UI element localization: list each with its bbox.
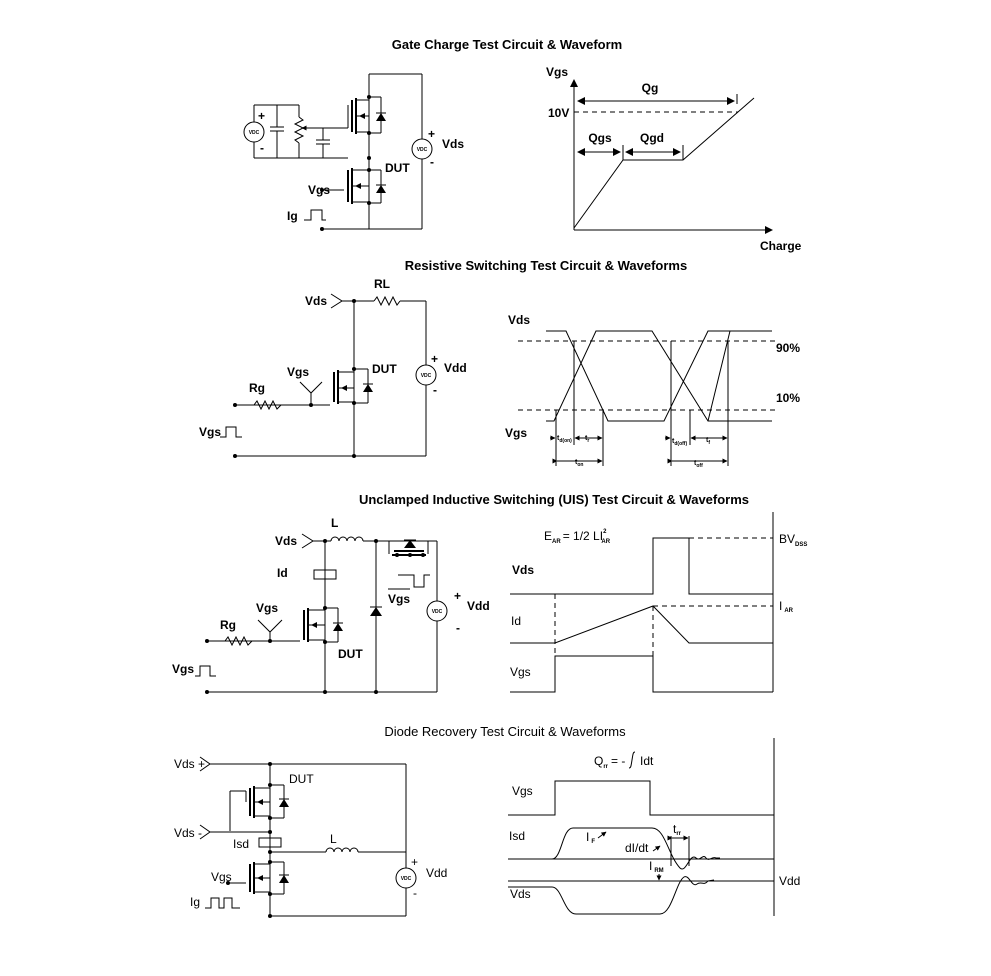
rs-wave-vgs-label: Vgs [505,426,527,440]
gc-vdc-label: VDC [249,130,260,136]
dr-wave-vdd-label: Vdd [779,874,800,888]
gc-dut-label: DUT [385,161,410,175]
diode-circuit: Vds + VDC + - Vdd DUT Vds - Isd [174,756,447,918]
dr-didt-label: dI/dt [625,841,649,855]
gc-wave-x-label: Charge [760,239,802,253]
resistive-waveform: Vds Vgs 90% 10% td(on) tr ton td(off) tf… [505,313,800,469]
uis-bv-label: BVDSS [779,532,807,548]
gc-qg-label: Qg [642,81,659,95]
dr-qrr-int: Idt [640,754,654,768]
uis-wave-id-label: Id [511,614,521,628]
dr-vdc-label: VDC [401,876,412,882]
dr-qrr-label: Qrr= - [594,754,625,770]
uis-vgs-bar-label: Vgs [388,592,410,606]
gc-minus-label: - [260,141,264,155]
rs-90-label: 90% [776,341,800,355]
dr-vds-minus-label: Vds - [174,826,202,840]
rs-ton-label: ton [575,459,583,468]
rs-plus-label: + [431,352,438,366]
uis-wave-vgs-label: Vgs [510,665,531,679]
integral-symbol [628,751,636,769]
diode-title: Diode Recovery Test Circuit & Waveforms [384,724,626,739]
dr-wave-isd-label: Isd [509,829,525,843]
dr-wave-vgs-label: Vgs [512,784,533,798]
rs-vgs-pulse-label: Vgs [199,425,221,439]
uis-dut-label: DUT [338,647,363,661]
uis-circuit: L Vds Vgs VDC + - Vdd Id [172,516,490,694]
dr-dut-label: DUT [289,772,314,786]
resistive-title: Resistive Switching Test Circuit & Wavef… [405,258,687,273]
gc-plus-label: + [258,109,265,123]
gc-qgd-label: Qgd [640,131,664,145]
gc-wave-y-label: Vgs [546,65,568,79]
rs-vgs-label: Vgs [287,365,309,379]
gate-charge-waveform: Vgs Charge 10V Qg Qgs Qgd [546,65,802,253]
uis-l-label: L [331,516,338,530]
dr-l-label: L [330,832,337,846]
gc-plus2-label: + [428,127,435,141]
gc-qgs-label: Qgs [588,131,612,145]
uis-vdc-label: VDC [432,609,443,615]
gc-ig-label: Ig [287,209,298,223]
rs-tdoff-label: td(off) [672,438,687,447]
uis-vgs-label: Vgs [256,601,278,615]
resistive-circuit: Vds RL VDC + - Vdd DUT Vgs [199,277,467,458]
rs-tdon-label: td(on) [557,435,572,444]
gc-vds-label: Vds [442,137,464,151]
dr-minus-label: - [413,886,417,900]
rs-vds-label: Vds [305,294,327,308]
dr-vds-plus-label: Vds + [174,757,205,771]
uis-vgs-pulse-label: Vgs [172,662,194,676]
uis-title: Unclamped Inductive Switching (UIS) Test… [359,492,749,507]
rs-dut-label: DUT [372,362,397,376]
rs-wave-vds-label: Vds [508,313,530,327]
gate-charge-circuit: VDC + - [243,73,464,231]
dr-isd-label: Isd [233,837,249,851]
rs-toff-label: toff [694,460,703,469]
uis-minus-label: - [456,621,460,635]
dr-vgs-label: Vgs [211,870,232,884]
dr-ig-label: Ig [190,895,200,909]
rs-tr-label: tr [585,435,589,444]
gate-charge-title: Gate Charge Test Circuit & Waveform [392,37,622,52]
uis-wave-vds-label: Vds [512,563,534,577]
dr-vdd-label: Vdd [426,866,447,880]
dr-wave-vds-label: Vds [510,887,531,901]
uis-id-label: Id [277,566,288,580]
rs-tf-label: tf [706,437,710,446]
gc-vgs-label: Vgs [308,183,330,197]
dr-trr-label: trr [673,822,682,837]
rs-vdd-label: Vdd [444,361,467,375]
rs-rg-label: Rg [249,381,265,395]
rs-rl-label: RL [374,277,390,291]
gc-vdc2-label: VDC [417,147,428,153]
uis-rg-label: Rg [220,618,236,632]
uis-vdd-label: Vdd [467,599,490,613]
dr-plus-label: + [411,855,418,869]
rs-minus-label: - [433,383,437,397]
uis-vds-label: Vds [275,534,297,548]
rs-10-label: 10% [776,391,800,405]
rs-vdc-label: VDC [421,373,432,379]
gc-10v-label: 10V [548,106,569,120]
uis-plus-label: + [454,589,461,603]
gc-minus2-label: - [430,155,434,169]
